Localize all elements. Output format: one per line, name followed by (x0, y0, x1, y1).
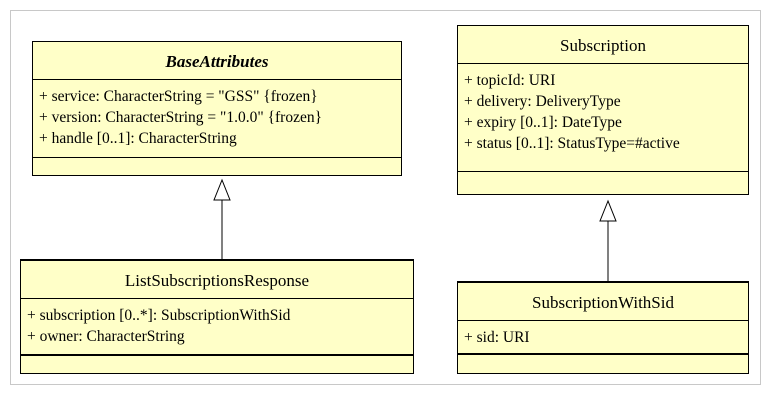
attribute: + sid: URI (464, 329, 530, 346)
attribute: + handle [0..1]: CharacterString (39, 130, 237, 147)
attribute: + subscription [0..*]: SubscriptionWithS… (27, 307, 291, 324)
attribute: + expiry [0..1]: DateType (464, 114, 622, 131)
attribute: + topicId: URI (464, 72, 556, 89)
attribute-compartment: + subscription [0..*]: SubscriptionWithS… (21, 299, 413, 356)
class-list-subscriptions-response[interactable]: ListSubscriptionsResponse + subscription… (20, 259, 414, 374)
class-name: Subscription (458, 26, 748, 64)
attribute: + status [0..1]: StatusType=#active (464, 135, 680, 152)
class-name: SubscriptionWithSid (458, 283, 748, 321)
attribute: + version: CharacterString = "1.0.0" {fr… (39, 109, 323, 126)
class-subscription-with-sid[interactable]: SubscriptionWithSid + sid: URI (457, 281, 749, 374)
attribute: + owner: CharacterString (27, 328, 185, 345)
attribute-compartment: + sid: URI (458, 321, 748, 355)
attribute-compartment: + service: CharacterString = "GSS" {froz… (33, 80, 401, 158)
class-subscription[interactable]: Subscription + topicId: URI + delivery: … (457, 25, 749, 195)
attribute-compartment: + topicId: URI + delivery: DeliveryType … (458, 64, 748, 172)
attribute: + service: CharacterString = "GSS" {froz… (39, 88, 318, 105)
class-base-attributes[interactable]: BaseAttributes + service: CharacterStrin… (32, 41, 402, 176)
attribute: + delivery: DeliveryType (464, 93, 621, 110)
class-name: ListSubscriptionsResponse (21, 261, 413, 299)
class-name: BaseAttributes (33, 42, 401, 80)
